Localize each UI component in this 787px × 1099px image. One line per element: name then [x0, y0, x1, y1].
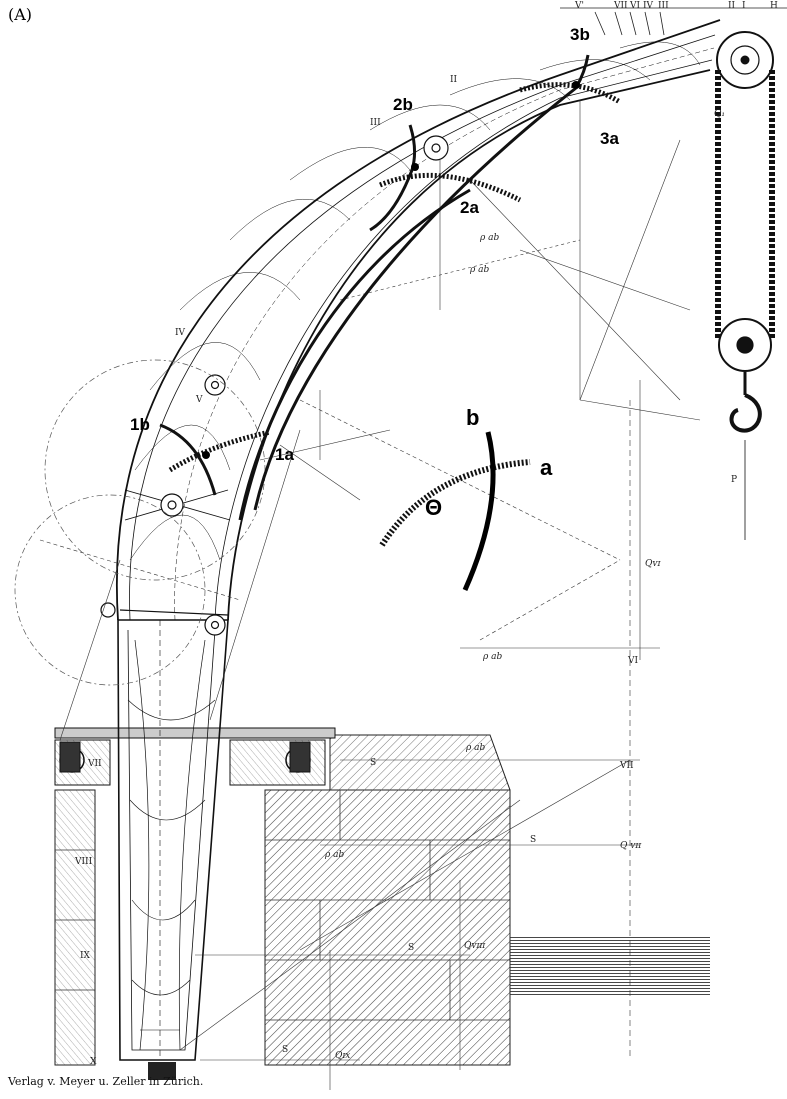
s-label: S — [282, 1045, 288, 1055]
q6-label: Qᴠɪ — [645, 559, 661, 569]
section-numeral-3: III — [370, 118, 381, 128]
top-scale-tick-3: IV — [643, 1, 654, 11]
rho-ab-label: ρ ab — [465, 743, 486, 753]
top-scale — [560, 7, 787, 36]
q8-label: Qᴠɪɪɪ — [464, 941, 486, 951]
panel-label: (A) — [8, 5, 32, 24]
vi-label: VI — [627, 656, 638, 666]
head-pulley-and-chain — [715, 31, 775, 540]
section-numeral-5: V — [195, 395, 203, 405]
section-numeral-4: IV — [175, 328, 186, 338]
vii-label: VII — [619, 761, 634, 771]
top-scale-tick-1: VII — [613, 1, 628, 11]
s-label: S — [408, 943, 414, 953]
section-numeral-10: X — [90, 1057, 97, 1067]
fiber-label-1b: 1b — [130, 415, 150, 434]
pin-joints — [100, 135, 449, 636]
top-scale-tick-4: III — [658, 1, 669, 11]
inset-label-b: b — [466, 405, 479, 430]
top-scale-tick-5: II — [728, 1, 736, 11]
inset-label-theta: Θ — [425, 495, 442, 520]
q7-label: Q ᴠɪɪ — [620, 841, 642, 851]
top-scale-tick-7: H — [770, 1, 778, 11]
water-surface — [510, 935, 710, 995]
fiber-intersection-dots — [202, 81, 580, 459]
rho-ab-label: ρ ab — [479, 233, 500, 243]
deck-and-bearing — [54, 727, 336, 786]
fiber-label-3b: 3b — [570, 25, 590, 44]
top-scale-tick-0: V' — [574, 1, 584, 11]
inset-label-a: a — [540, 455, 553, 480]
rho-ab-label: ρ ab — [482, 652, 503, 662]
top-scale-tick-6: I — [742, 1, 746, 11]
q9-label: Qɪx — [335, 1051, 350, 1061]
construction-lines — [39, 100, 701, 1090]
load-P-label: P — [731, 475, 737, 485]
publisher-imprint: Verlag v. Meyer u. Zeller in Zürich. — [7, 1075, 203, 1088]
fiber-label-1a: 1a — [275, 445, 294, 464]
masonry-foundation — [54, 734, 511, 1066]
s-label: S — [530, 835, 536, 845]
rho-ab-label: ρ ab — [324, 850, 345, 860]
s-label: S — [370, 758, 376, 768]
fiber-label-2a: 2a — [460, 198, 479, 217]
section-numeral-9: IX — [80, 951, 91, 961]
top-scale-tick-2: VI — [629, 1, 640, 11]
section-numeral-2: II — [450, 75, 458, 85]
fiber-label-3a: 3a — [600, 129, 619, 148]
rho-ab-label: ρ ab — [469, 265, 490, 275]
fiber-lines — [238, 86, 577, 521]
crane-post — [117, 619, 229, 1080]
fiber-label-2b: 2b — [393, 95, 413, 114]
section-numeral-7: VII — [87, 759, 102, 769]
inset-angle-diagram — [379, 431, 531, 592]
q1-label: Q₁ — [714, 109, 725, 119]
section-numeral-8: VIII — [74, 857, 93, 867]
